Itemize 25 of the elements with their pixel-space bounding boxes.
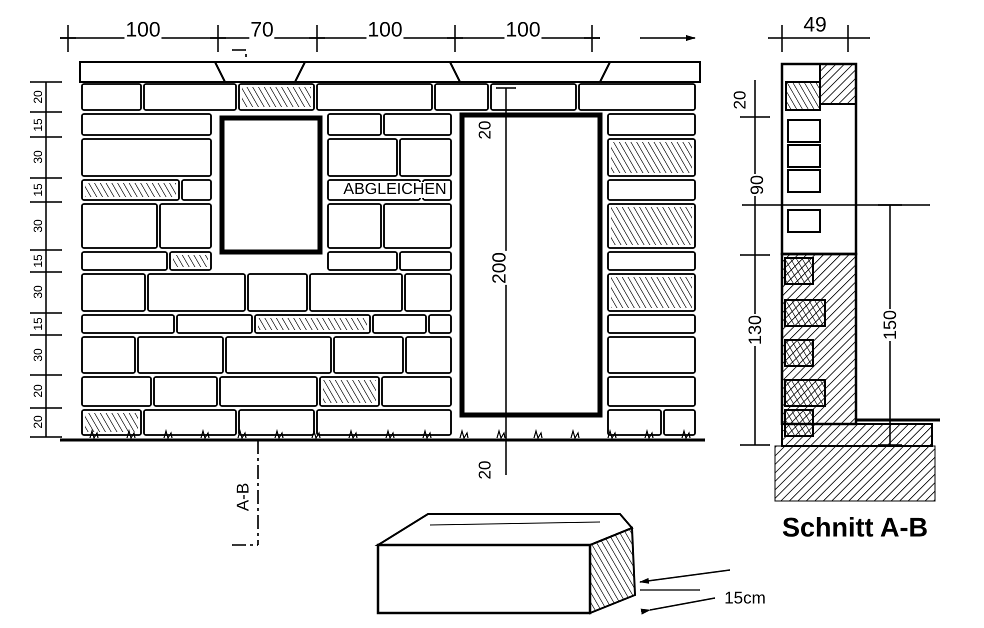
- dimension-label: 20: [32, 89, 44, 105]
- dimension-label: 20: [732, 90, 748, 110]
- dimension-label: 70: [249, 20, 275, 40]
- dimension-label: 150: [881, 308, 899, 342]
- dimension-label: 15: [32, 253, 44, 269]
- dimension-label: 15cm: [723, 590, 767, 606]
- dimension-label: 20: [32, 383, 44, 399]
- dimension-label: 30: [32, 218, 44, 234]
- dimension-label: 15: [32, 117, 44, 133]
- note-label: ABGLEICHEN: [342, 182, 448, 198]
- dimension-label: 200: [490, 251, 510, 285]
- dimension-label: 100: [366, 20, 404, 40]
- dimension-label: 30: [32, 284, 44, 300]
- dimension-label: 15: [32, 182, 44, 198]
- dimension-label: 100: [504, 20, 542, 40]
- dimension-label: 20: [32, 414, 44, 430]
- dimension-label: 30: [32, 149, 44, 165]
- dimension-label: 90: [748, 174, 766, 196]
- section-mark-label: A-B: [234, 482, 252, 512]
- dimension-label: 20: [476, 120, 494, 140]
- dimension-label: 20: [476, 460, 494, 480]
- dimension-label: 15: [32, 316, 44, 332]
- dimension-label: 130: [746, 314, 764, 346]
- dimension-label: 30: [32, 347, 44, 363]
- dimension-label: 100: [124, 20, 162, 40]
